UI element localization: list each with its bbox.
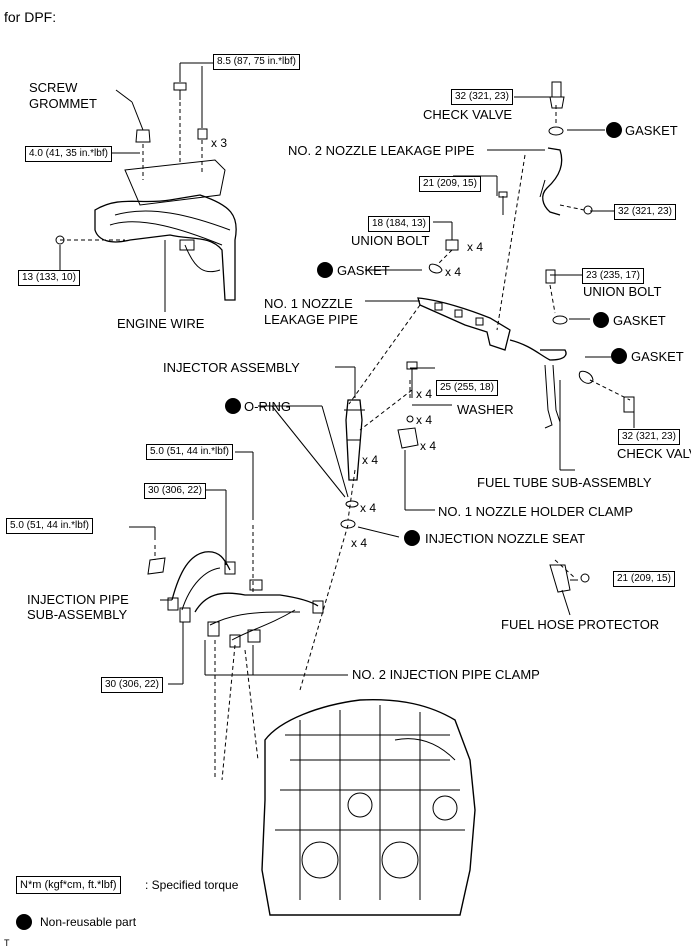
torque-32-mid: 32 (321, 23)	[614, 204, 676, 220]
torque-30-bottom: 30 (306, 22)	[101, 677, 163, 693]
torque-13: 13 (133, 10)	[18, 270, 80, 286]
legend-torque-box: N*m (kgf*cm, ft.*lbf)	[16, 876, 121, 894]
torque-18: 18 (184, 13)	[368, 216, 430, 232]
heading: for DPF:	[4, 9, 57, 25]
label-engine-wire: ENGINE WIRE	[117, 316, 205, 331]
torque-21-bottom: 21 (209, 15)	[613, 571, 675, 587]
torque-32-bottom: 32 (321, 23)	[618, 429, 680, 445]
label-screw: SCREW	[29, 80, 78, 95]
count-x3: x 3	[211, 136, 228, 150]
count-x4-oring: x 4	[360, 501, 377, 515]
torque-4-0: 4.0 (41, 35 in.*lbf)	[25, 146, 112, 162]
nonreusable-icon-gasket-left	[317, 262, 333, 278]
nonreusable-icon-o-ring	[225, 398, 241, 414]
label-gasket-left: GASKET	[337, 263, 390, 278]
label-sub-assembly: SUB-ASSEMBLY	[27, 607, 128, 622]
label-leakage-pipe: LEAKAGE PIPE	[264, 312, 358, 327]
label-o-ring: O-RING	[244, 399, 291, 414]
count-x4-clamp: x 4	[420, 439, 437, 453]
torque-5-0-left: 5.0 (51, 44 in.*lbf)	[6, 518, 93, 534]
footer-mark: T	[4, 938, 10, 948]
torque-8-5: 8.5 (87, 75 in.*lbf)	[213, 54, 300, 70]
legend-torque-text: : Specified torque	[145, 878, 239, 892]
label-no2-nozzle-leakage-pipe: NO. 2 NOZZLE LEAKAGE PIPE	[288, 143, 475, 158]
torque-21-top: 21 (209, 15)	[419, 176, 481, 192]
torque-30-top: 30 (306, 22)	[144, 483, 206, 499]
torque-25: 25 (255, 18)	[436, 380, 498, 396]
torque-5-0-top: 5.0 (51, 44 in.*lbf)	[146, 444, 233, 460]
label-gasket-lower: GASKET	[631, 349, 684, 364]
label-fuel-hose-protector: FUEL HOSE PROTECTOR	[501, 617, 660, 632]
count-x4-bolt: x 4	[416, 387, 433, 401]
label-grommet: GROMMET	[29, 96, 97, 111]
torque-32-top: 32 (321, 23)	[451, 89, 513, 105]
count-x4-union: x 4	[467, 240, 484, 254]
label-injector-assembly: INJECTOR ASSEMBLY	[163, 360, 300, 375]
label-no1-nozzle: NO. 1 NOZZLE	[264, 296, 353, 311]
label-gasket-right: GASKET	[613, 313, 666, 328]
legend-nonreusable-icon	[16, 914, 32, 930]
count-x4-seat: x 4	[351, 536, 368, 550]
label-injection-nozzle-seat: INJECTION NOZZLE SEAT	[425, 531, 586, 546]
count-x4-washer: x 4	[416, 413, 433, 427]
nonreusable-icon-gasket-top	[606, 122, 622, 138]
label-injection-pipe: INJECTION PIPE	[27, 592, 129, 607]
legend-nonreusable-text: Non-reusable part	[40, 915, 137, 929]
label-gasket-top: GASKET	[625, 123, 678, 138]
label-fuel-tube: FUEL TUBE SUB-ASSEMBLY	[477, 475, 652, 490]
torque-23: 23 (235, 17)	[582, 268, 644, 284]
label-washer: WASHER	[457, 402, 514, 417]
label-no1-nozzle-holder-clamp: NO. 1 NOZZLE HOLDER CLAMP	[438, 504, 634, 519]
count-x4-injector: x 4	[362, 453, 379, 467]
nonreusable-icon-gasket-lower	[611, 348, 627, 364]
label-union-bolt-left: UNION BOLT	[351, 233, 430, 248]
label-check-valve-top: CHECK VALVE	[423, 107, 513, 122]
nonreusable-icon-nozzle-seat	[404, 530, 420, 546]
label-union-bolt-right: UNION BOLT	[583, 284, 662, 299]
nonreusable-icon-gasket-right	[593, 312, 609, 328]
label-check-valve-bottom: CHECK VALVE	[617, 446, 691, 461]
label-no2-injection-pipe-clamp: NO. 2 INJECTION PIPE CLAMP	[352, 667, 540, 682]
count-x4-gasket: x 4	[445, 265, 462, 279]
